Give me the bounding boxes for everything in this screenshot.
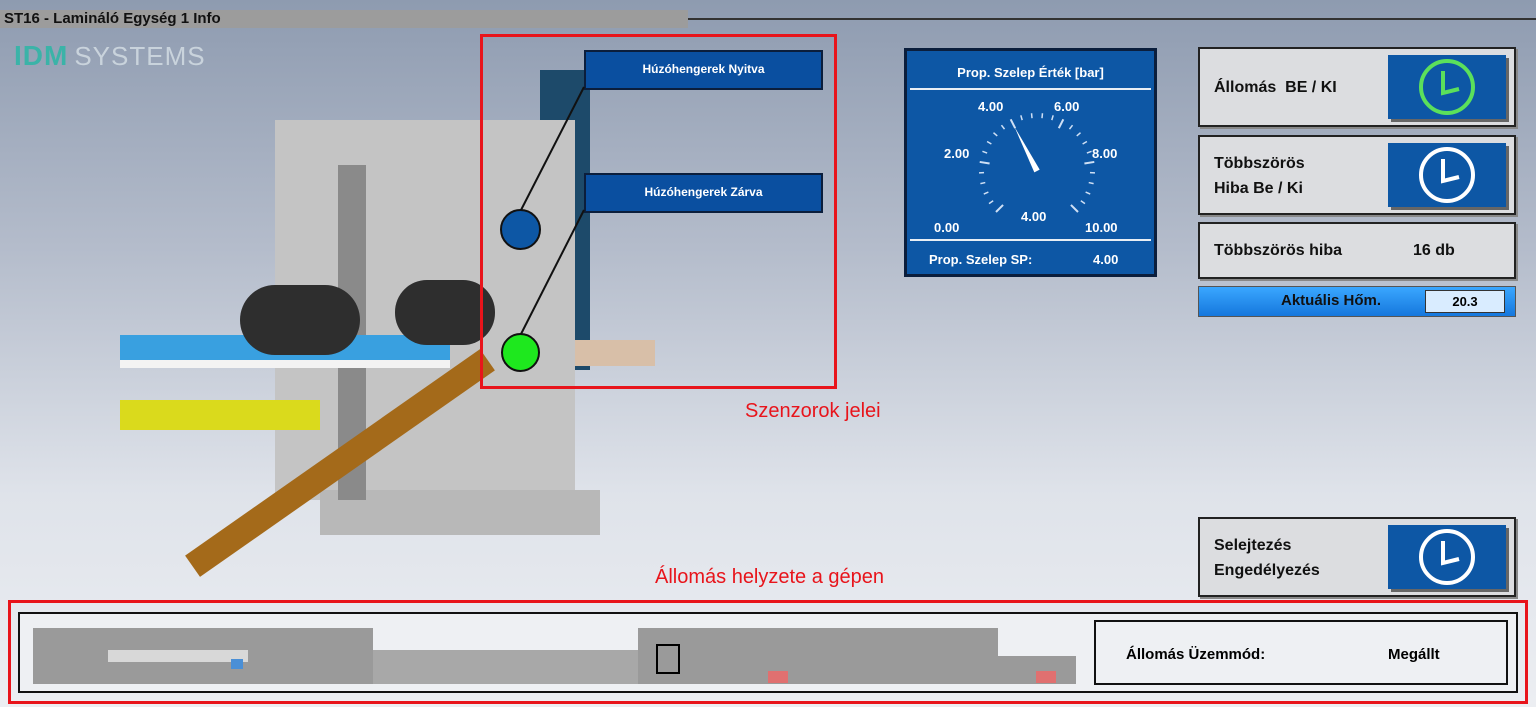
gauge-tick-mark: [986, 140, 992, 145]
machine-illustration: [120, 70, 660, 580]
gauge-tick-mark: [1057, 118, 1065, 129]
mode-label: Állomás Üzemmód:: [1126, 646, 1266, 663]
gauge-tick-mark: [1076, 132, 1082, 137]
gauge-sp-label: Prop. Szelep SP:: [929, 252, 1033, 267]
sensor-open-indicator: [500, 209, 541, 250]
station-onoff-label: Állomás BE / KI: [1214, 79, 1337, 96]
gauge-tick-mark: [979, 160, 990, 165]
sensor-closed-indicator: [501, 333, 540, 372]
temperature-label: Aktuális Hőm.: [1281, 292, 1382, 309]
power-clock-icon: [1419, 59, 1475, 115]
scrap-button[interactable]: [1388, 525, 1506, 589]
position-caption: Állomás helyzete a gépen: [655, 566, 885, 588]
gauge-tick-mark: [1084, 160, 1095, 165]
gauge-tick-mark: [1070, 204, 1079, 213]
gauge-tick-mark: [1020, 115, 1023, 121]
clock-icon: [1419, 529, 1475, 585]
sensor-caption: Szenzorok jelei: [745, 400, 881, 422]
position-highlight-box: [8, 600, 1528, 704]
sensor-highlight-box: [480, 34, 837, 389]
valve-gauge: Prop. Szelep Érték [bar] 0.00 2.00 4.00 …: [904, 48, 1157, 277]
scrap-panel: Selejtezés Engedélyezés: [1198, 517, 1516, 597]
multi-error-panel: Többszörös Hiba Be / Ki: [1198, 135, 1516, 215]
gauge-sp-value: 4.00: [1093, 252, 1119, 267]
temperature-bar: Aktuális Hőm. 20.3: [1198, 286, 1516, 317]
window-title: ST16 - Lamináló Egység 1 Info: [0, 10, 688, 28]
gauge-dial: [979, 113, 1095, 213]
gauge-tick-mark: [982, 150, 988, 154]
station-position-marker: [656, 644, 680, 674]
machine-layout-map: [33, 628, 1078, 684]
gauge-tick-6: 6.00: [1054, 99, 1080, 114]
multi-error-button[interactable]: [1388, 143, 1506, 207]
clock-icon: [1419, 147, 1475, 203]
mode-panel: Állomás Üzemmód: Megállt: [1094, 620, 1508, 685]
logo-text: SYSTEMS: [74, 40, 206, 71]
gauge-tick-mark: [980, 181, 986, 185]
gauge-needle: [1014, 126, 1040, 173]
logo-mark: IDM: [14, 40, 69, 71]
gauge-title: Prop. Szelep Érték [bar]: [957, 65, 1104, 80]
gauge-tick-mark: [1086, 150, 1092, 154]
multi-error-count-panel: Többszörös hiba 16 db: [1198, 222, 1516, 279]
mode-value: Megállt: [1388, 646, 1440, 663]
gauge-value: 4.00: [1021, 209, 1047, 224]
gauge-tick-mark: [992, 132, 998, 137]
multi-error-label-1: Többszörös: [1214, 155, 1305, 172]
sensor-leader-lines: [519, 86, 585, 337]
gauge-tick-10: 10.00: [1085, 220, 1118, 235]
sensor-closed-label: Húzóhengerek Zárva: [584, 173, 823, 213]
multi-error-count-value: 16 db: [1413, 242, 1455, 259]
gauge-tick-mark: [983, 191, 989, 195]
gauge-tick-mark: [1088, 181, 1094, 185]
gauge-tick-mark: [995, 204, 1004, 213]
scrap-label-2: Engedélyezés: [1214, 562, 1320, 579]
gauge-tick-mark: [1082, 140, 1088, 145]
multi-error-label-2: Hiba Be / Ki: [1214, 180, 1303, 197]
scrap-label-1: Selejtezés: [1214, 537, 1292, 554]
station-onoff-button[interactable]: [1388, 55, 1506, 119]
station-onoff-panel: Állomás BE / KI: [1198, 47, 1516, 127]
gauge-tick-mark: [988, 200, 994, 205]
multi-error-count-label: Többszörös hiba: [1214, 242, 1342, 259]
temperature-value: 20.3: [1425, 290, 1505, 313]
gauge-tick-4: 4.00: [978, 99, 1004, 114]
gauge-tick-mark: [1068, 124, 1074, 130]
gauge-tick-8: 8.00: [1092, 146, 1118, 161]
divider: [688, 18, 1536, 20]
gauge-tick-mark: [1085, 191, 1091, 195]
gauge-tick-0: 0.00: [934, 220, 960, 235]
gauge-tick-2: 2.00: [944, 146, 970, 161]
gauge-tick-mark: [1000, 124, 1006, 130]
sensor-open-label: Húzóhengerek Nyitva: [584, 50, 823, 90]
gauge-tick-mark: [1051, 115, 1054, 121]
gauge-tick-mark: [1080, 200, 1086, 205]
